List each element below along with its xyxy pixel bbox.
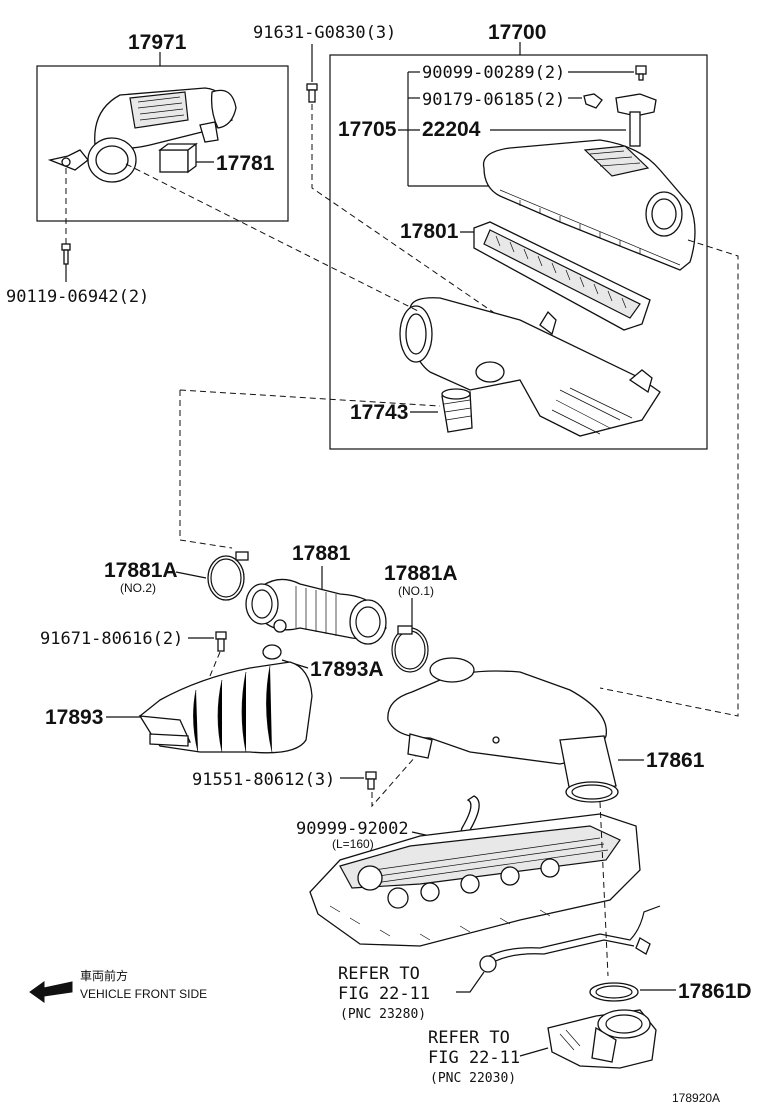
bolt-91671-icon bbox=[215, 631, 227, 652]
intake-duct-17971 bbox=[47, 87, 237, 183]
label-91631: 91631-G0830(3) bbox=[253, 23, 396, 43]
refer1-line1: REFER TO bbox=[338, 964, 420, 984]
label-17743: 17743 bbox=[350, 401, 408, 424]
vehicle-front-arrow-icon bbox=[29, 981, 73, 1003]
label-17881: 17881 bbox=[292, 542, 351, 565]
screw-90099-icon bbox=[635, 65, 647, 81]
vehicle-front-jp: 車両前方 bbox=[80, 968, 128, 983]
label-17971: 17971 bbox=[128, 31, 187, 54]
box-17971 bbox=[36, 65, 289, 222]
cylinder-head-cover bbox=[309, 813, 641, 947]
refer2-line2: FIG 22-11 bbox=[428, 1048, 520, 1068]
label-17700: 17700 bbox=[488, 21, 546, 44]
resonator-17893 bbox=[138, 661, 313, 754]
box-17700 bbox=[329, 54, 708, 450]
gasket-17861D-icon bbox=[589, 982, 639, 1002]
intake-hose-17881 bbox=[245, 578, 387, 645]
label-91671: 91671-80616(2) bbox=[40, 629, 183, 649]
vehicle-front-en: VEHICLE FRONT SIDE bbox=[80, 987, 207, 1001]
refer2-line3: (PNC 22030) bbox=[430, 1071, 516, 1086]
label-17781: 17781 bbox=[216, 152, 275, 175]
refer1-line3: (PNC 23280) bbox=[340, 1007, 426, 1022]
label-17705: 17705 bbox=[338, 118, 397, 141]
label-17893A: 17893A bbox=[310, 658, 384, 681]
air-cleaner-cap bbox=[482, 139, 696, 271]
clamp-17881A-no1-icon bbox=[391, 625, 429, 673]
label-17881A-right: 17881A bbox=[384, 562, 458, 585]
maf-sensor-22204-icon bbox=[615, 93, 657, 147]
clip-90179-icon bbox=[583, 93, 603, 109]
label-90179: 90179-06185(2) bbox=[422, 90, 565, 110]
refer2-line1: REFER TO bbox=[428, 1028, 510, 1048]
bolt-91551-icon bbox=[365, 771, 377, 790]
intake-pipe-17861 bbox=[387, 657, 619, 803]
label-17881A-right-sub: (NO.1) bbox=[398, 584, 434, 598]
label-90119: 90119-06942(2) bbox=[6, 287, 149, 307]
label-90999-sub: (L=160) bbox=[332, 837, 374, 851]
label-17861D: 17861D bbox=[678, 980, 752, 1003]
label-17881A-left-sub: (NO.2) bbox=[120, 581, 156, 595]
air-cleaner-case bbox=[399, 297, 661, 437]
label-91551: 91551-80612(3) bbox=[192, 770, 335, 790]
air-filter-17801 bbox=[473, 221, 651, 331]
throttle-body bbox=[547, 1009, 657, 1069]
refer1-line2: FIG 22-11 bbox=[338, 984, 430, 1004]
vacuum-line-icon bbox=[479, 905, 661, 973]
hose-17743-icon bbox=[441, 388, 473, 433]
label-17893: 17893 bbox=[45, 706, 103, 729]
label-17861: 17861 bbox=[646, 749, 705, 772]
part-17781-block bbox=[158, 142, 198, 174]
label-90099-00289: 90099-00289(2) bbox=[422, 63, 565, 83]
bolt-91631-icon bbox=[306, 83, 318, 103]
label-22204: 22204 bbox=[422, 118, 481, 141]
label-90999: 90999-92002 bbox=[296, 819, 409, 839]
label-17881A-left: 17881A bbox=[104, 559, 178, 582]
bolt-90119-icon bbox=[61, 243, 71, 265]
label-17801: 17801 bbox=[400, 220, 459, 243]
figure-code: 178920A bbox=[672, 1091, 720, 1105]
clamp-17881A-no2-icon bbox=[207, 551, 249, 601]
grommet-17893A-icon bbox=[262, 644, 282, 660]
